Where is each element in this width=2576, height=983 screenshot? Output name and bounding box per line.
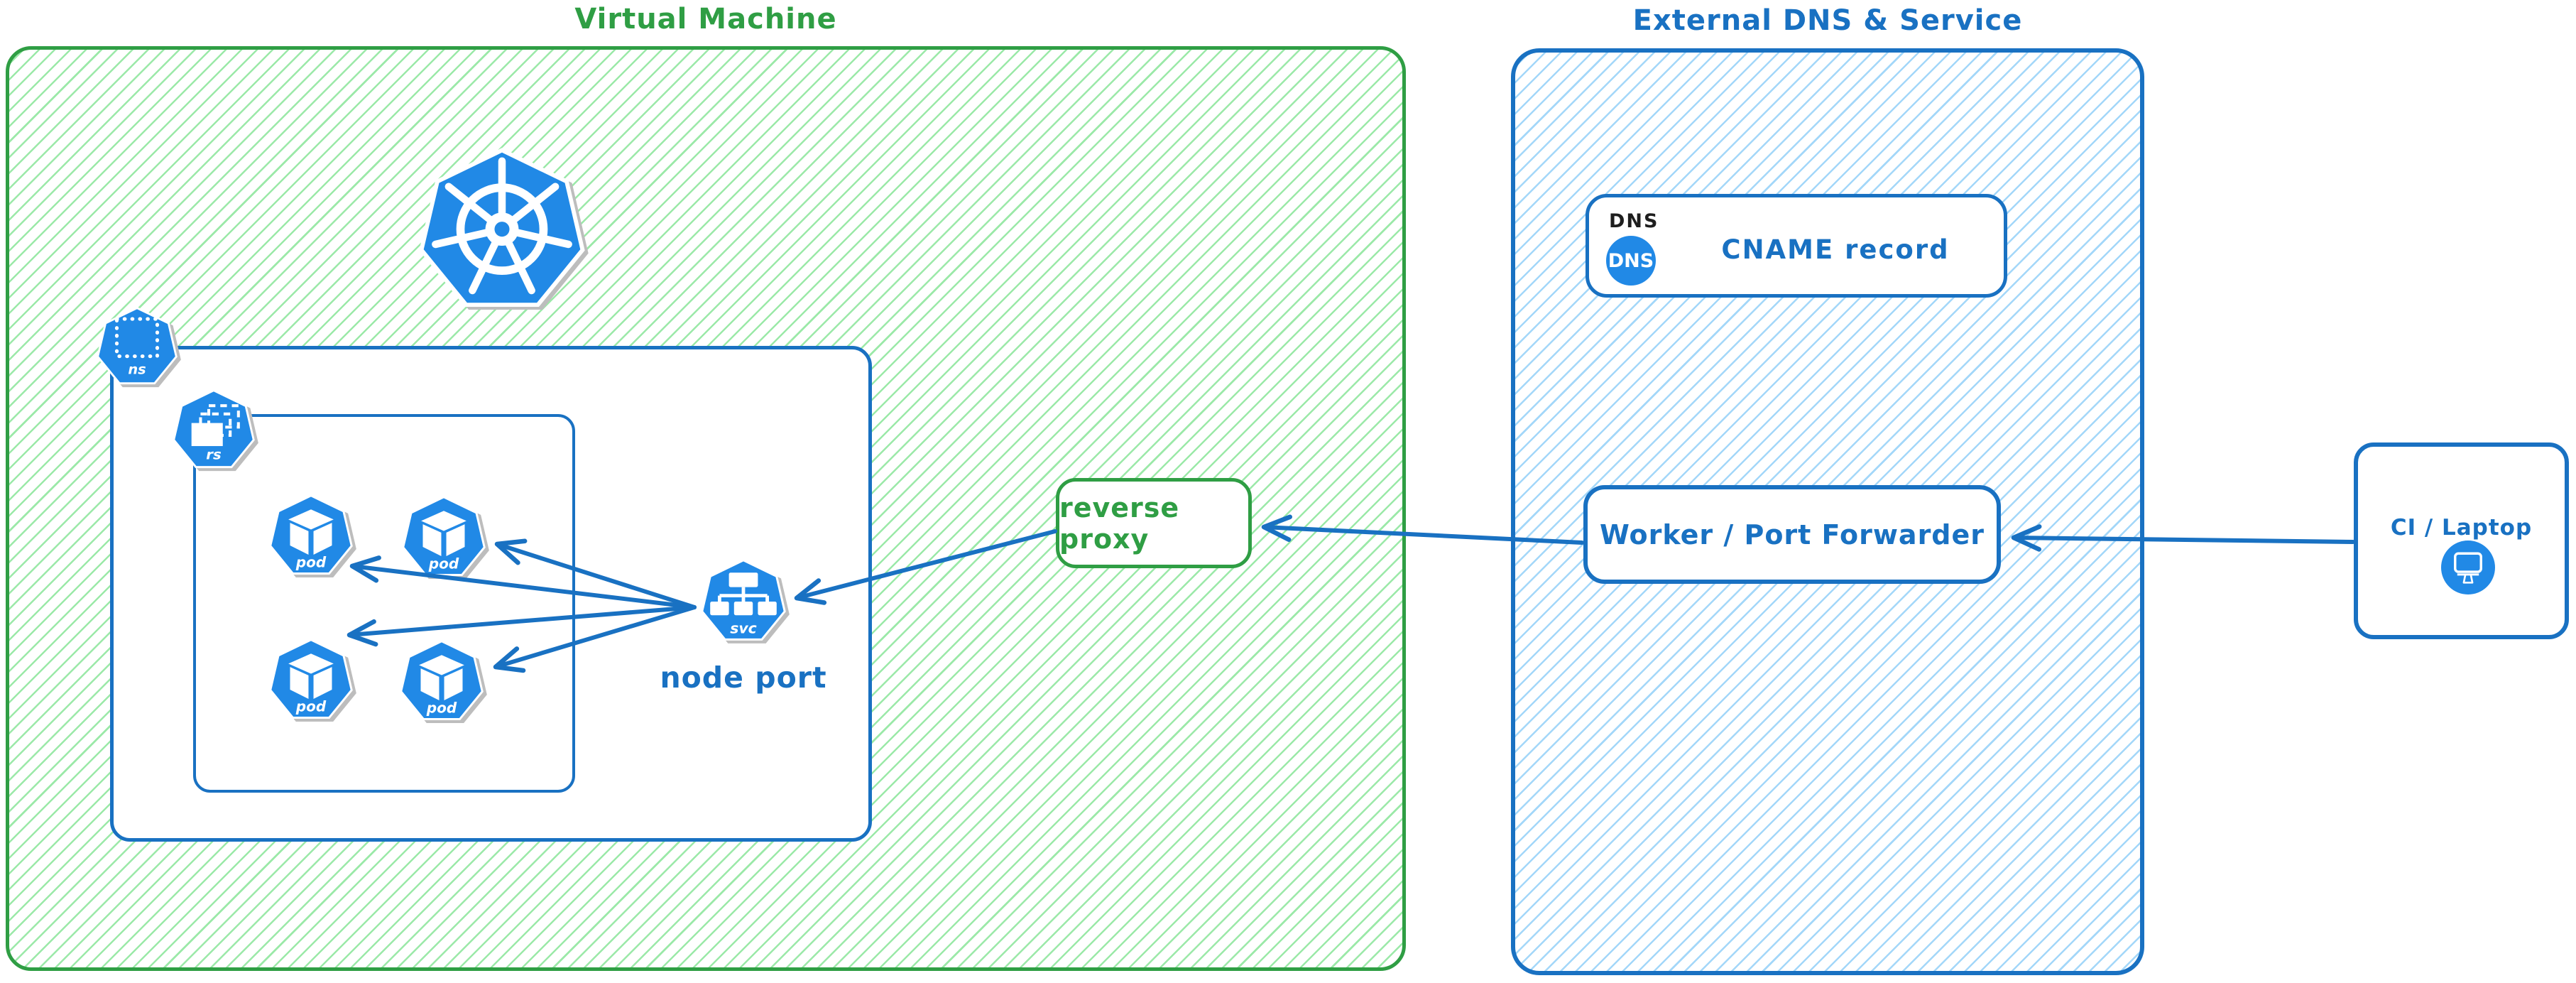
pod-icon-4: pod xyxy=(400,640,484,720)
pod-icon-label: pod xyxy=(295,698,327,715)
replicaset-icon: rs xyxy=(173,389,255,469)
pod-icon-label: pod xyxy=(428,555,459,572)
external-dns-title: External DNS & Service xyxy=(1632,4,2023,37)
kubernetes-icon xyxy=(419,148,585,308)
service-icon: svc xyxy=(701,559,786,641)
worker-port-forwarder-label: Worker / Port Forwarder xyxy=(1599,518,1985,550)
vm-title: Virtual Machine xyxy=(574,3,837,36)
node-port-label: node port xyxy=(660,661,827,695)
monitor-icon xyxy=(2454,552,2482,584)
worker-port-forwarder-box: Worker / Port Forwarder xyxy=(1583,485,2001,584)
reverse-proxy-label: reverse proxy xyxy=(1059,492,1180,555)
pod-icon-3: pod xyxy=(269,639,353,719)
pod-icon-label: pod xyxy=(426,700,457,717)
namespace-icon-label: ns xyxy=(128,362,146,378)
cname-record-label: CNAME record xyxy=(1721,234,1950,265)
pod-icon-label: pod xyxy=(295,554,327,571)
reverse-proxy-box: reverse proxy xyxy=(1056,478,1252,568)
dns-icon-label: DNS xyxy=(1608,249,1654,272)
ci-laptop-label: CI / Laptop xyxy=(2390,515,2533,541)
dns-corner-label: DNS xyxy=(1609,210,1659,232)
cname-record-box: DNS DNS CNAME record xyxy=(1586,194,2007,298)
laptop-icon xyxy=(2441,541,2495,594)
namespace-icon: ns xyxy=(97,307,178,385)
pod-icon-2: pod xyxy=(402,496,486,576)
ci-laptop-box: CI / Laptop xyxy=(2354,442,2569,639)
replicaset-icon-label: rs xyxy=(206,447,222,463)
service-icon-label: svc xyxy=(730,619,757,636)
pod-icon-1: pod xyxy=(269,494,353,575)
dns-icon: DNS xyxy=(1606,236,1656,286)
